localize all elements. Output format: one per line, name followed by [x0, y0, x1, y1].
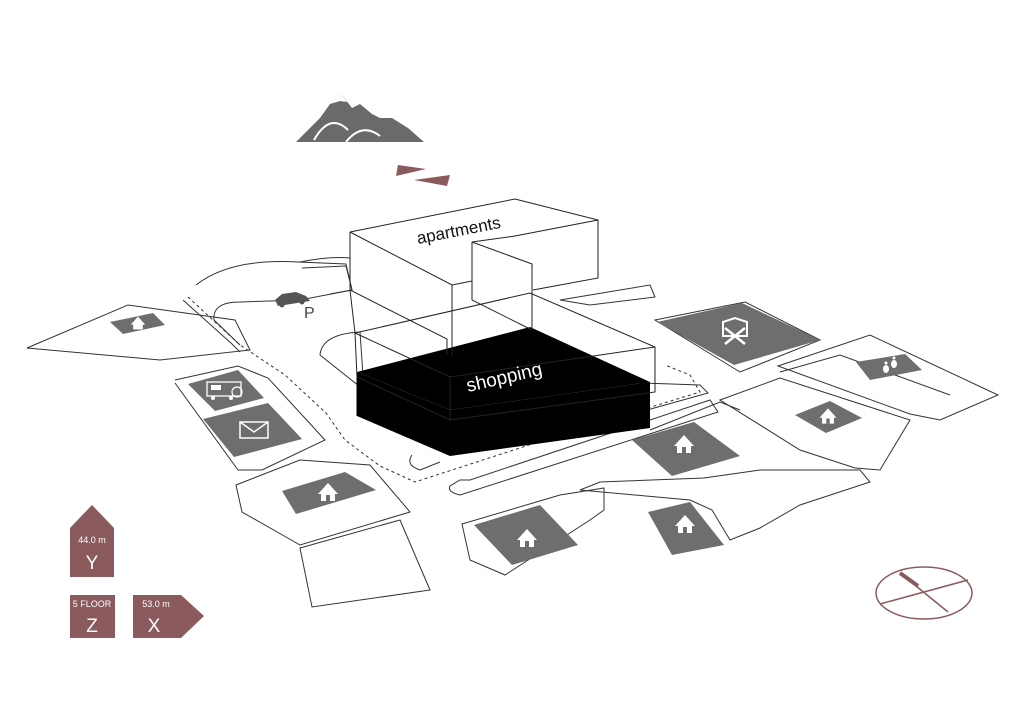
home-block-east [795, 401, 862, 433]
floors-tag: 5 FLOOR Z [70, 595, 115, 638]
bus-icon [206, 381, 243, 400]
house-icon [819, 408, 837, 424]
school-block [657, 303, 820, 365]
footprints-block [856, 354, 922, 380]
bus-block [188, 370, 264, 411]
mail-block [203, 403, 302, 457]
parking-label: P [304, 305, 315, 322]
shopping-building: shopping [354, 292, 656, 456]
home-block-center-south [648, 502, 724, 555]
width-axis: X [148, 616, 161, 637]
footprints-icon [883, 356, 897, 373]
compass-icon [875, 566, 973, 620]
floors-axis: Z [86, 616, 98, 637]
parking-area: P [275, 292, 315, 322]
apartments-building: apartments [349, 198, 599, 355]
height-tag: 44.0 m Y [70, 505, 114, 577]
site-ground [26, 257, 1000, 608]
home-block-center [632, 422, 740, 476]
width-value: 53.0 m [142, 599, 170, 609]
home-block-south [474, 505, 578, 565]
apartments-label: apartments [415, 213, 502, 248]
site-boundary [187, 296, 701, 483]
house-icon [674, 435, 694, 453]
home-block-west [110, 313, 165, 334]
north-arrow-icon [396, 165, 450, 186]
height-value: 44.0 m [78, 535, 106, 545]
house-icon [130, 316, 146, 330]
home-block-south-west [282, 472, 376, 514]
width-tag: 53.0 m X [133, 595, 204, 638]
floors-value: 5 FLOOR [73, 599, 112, 609]
car-icon [275, 292, 310, 308]
house-icon [318, 483, 338, 501]
house-icon [517, 529, 537, 547]
crossing-icon [722, 316, 748, 345]
mountains-icon [296, 95, 424, 143]
house-icon [675, 515, 695, 533]
height-axis: Y [86, 553, 99, 574]
envelope-icon [239, 421, 269, 439]
